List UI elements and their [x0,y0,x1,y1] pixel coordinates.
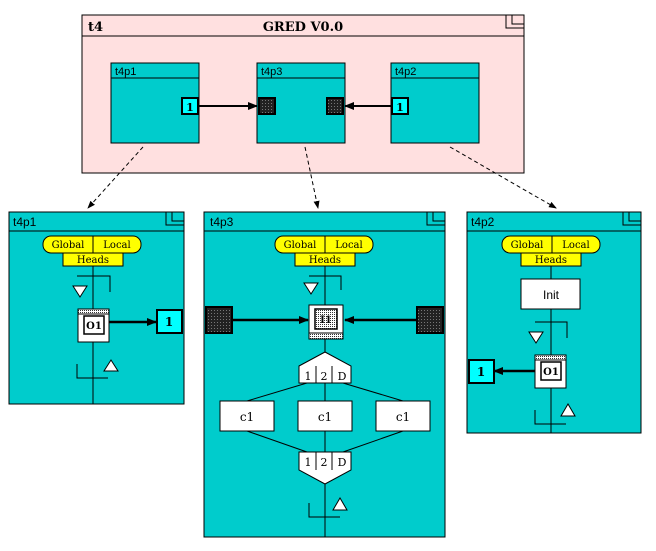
switch-top[interactable]: 1 2 D [298,351,352,384]
node-o1-label: O1 [86,321,102,332]
node-o1[interactable]: O1 [77,308,110,343]
case-box-1-label: c1 [240,410,254,424]
case-box-2-label: c1 [318,410,332,424]
exit-triangle-icon [103,359,119,372]
switch-top-case-1: 1 [305,370,312,383]
input-port-2[interactable] [416,306,444,334]
node-o1[interactable]: O1 [534,354,567,389]
switch-top-case-2: 2 [321,370,328,383]
node-o1-label: O1 [543,367,559,378]
panel-t4p2-title: t4p2 [471,215,495,229]
switch-bottom-case-default: D [338,456,347,469]
node-i1[interactable]: I1 [308,304,344,340]
input-port-1[interactable] [205,306,233,334]
entry-triangle-icon [528,331,544,344]
switch-bottom-case-2: 2 [321,456,328,469]
box-t4p3-label: t4p3 [261,66,282,78]
window-resize-icon[interactable] [622,211,642,226]
switch-bottom-case-1: 1 [305,456,312,469]
panel-t4p3: t4p3 Global Local Heads I1 [203,211,446,538]
box-t4p1-label: t4p1 [115,66,136,78]
top-window-name: t4 [88,20,103,35]
output-port[interactable] [468,359,495,384]
init-box-label: Init [543,288,560,302]
expand-arrow-t4p2 [449,146,557,209]
box-t4p3[interactable]: t4p3 [256,62,346,144]
output-port-label: 1 [477,365,485,379]
switch-top-case-default: D [338,370,347,383]
case-box-1[interactable] [219,400,275,432]
panel-t4p3-title: t4p3 [210,215,234,229]
exit-triangle-icon [332,497,348,511]
exit-triangle-icon [560,403,576,417]
box-t4p3-input-port-2[interactable] [326,97,344,115]
case-box-2[interactable] [297,400,353,432]
case-box-3-label: c1 [396,410,410,424]
case-box-3[interactable] [375,400,431,432]
window-resize-icon[interactable] [165,211,185,226]
node-i1-label: I1 [320,315,332,326]
box-t4p3-input-port-1[interactable] [258,97,276,115]
expand-arrow-t4p3 [304,146,320,209]
switch-bottom[interactable]: 1 2 D [298,451,352,485]
top-window: t4 GRED V0.0 t4p1 1 t4p3 t4p2 [81,14,525,174]
window-resize-icon[interactable] [426,211,446,226]
entry-triangle-icon [72,285,88,298]
box-t4p1[interactable]: t4p1 1 [110,62,200,144]
output-port-label: 1 [165,315,173,329]
entry-triangle-icon [303,282,319,295]
tab-local[interactable]: Local [562,240,589,251]
tab-global[interactable]: Global [52,240,85,251]
tab-global[interactable]: Global [284,240,317,251]
tab-local[interactable]: Local [335,240,362,251]
heads-label: Heads [309,255,341,266]
output-port[interactable] [156,309,183,334]
panel-t4p1: t4p1 Global Local Heads O1 1 [8,211,185,405]
panel-t4p2: t4p2 Global Local Heads Init O1 1 [466,211,642,434]
box-t4p1-port-label: 1 [186,101,194,114]
box-t4p2-label: t4p2 [395,66,416,78]
heads-label: Heads [77,255,109,266]
box-t4p2[interactable]: t4p2 1 [390,62,480,144]
panel-t4p1-title: t4p1 [13,215,37,229]
top-window-title: GRED V0.0 [263,20,343,35]
heads-label: Heads [535,255,567,266]
box-t4p2-port-label: 1 [396,101,404,114]
window-resize-icon[interactable] [505,14,525,29]
tab-global[interactable]: Global [511,240,544,251]
init-box[interactable] [520,278,581,310]
tab-local[interactable]: Local [103,240,130,251]
